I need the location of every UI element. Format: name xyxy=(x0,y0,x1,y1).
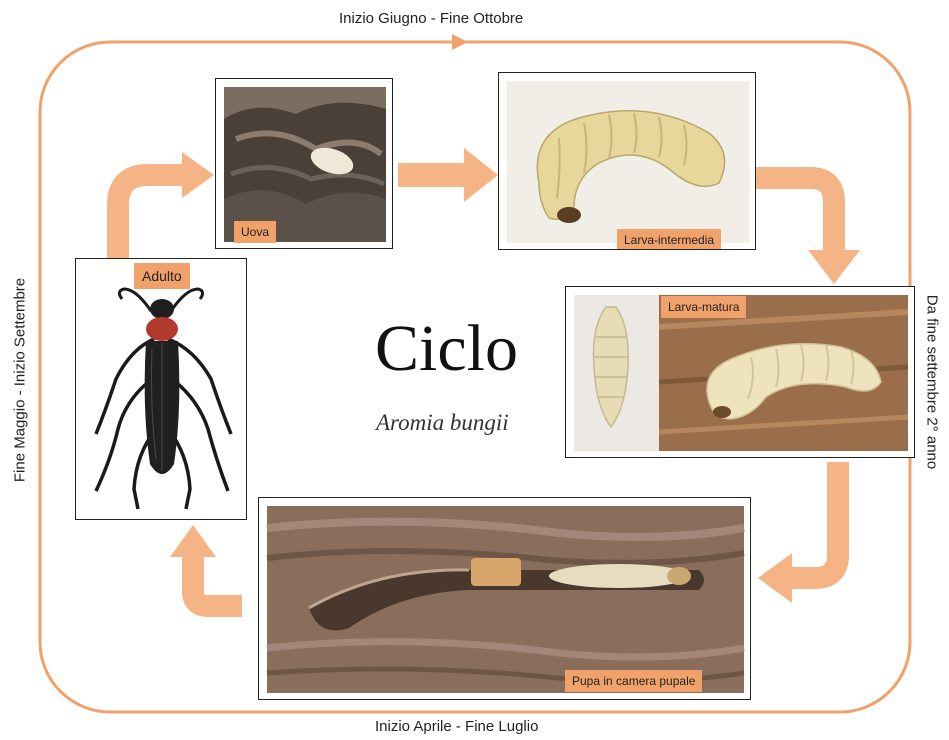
stage-larva-intermediate-frame: Larva-intermedia xyxy=(498,72,756,250)
arrow-adult-to-eggs xyxy=(118,175,185,258)
stage-eggs-label: Uova xyxy=(234,221,276,243)
diagram-subtitle: Aromia bungii xyxy=(376,410,509,436)
stage-pupa-label: Pupa in camera pupale xyxy=(565,670,702,692)
stage-eggs-frame: Uova xyxy=(215,78,393,249)
stage-larva-intermediate-label: Larva-intermedia xyxy=(617,229,721,250)
stage-adult-frame: Adulto xyxy=(75,258,247,520)
edge-label-top: Inizio Giugno - Fine Ottobre xyxy=(339,10,523,27)
stage-adult-label: Adulto xyxy=(134,263,190,289)
edge-label-left: Fine Maggio - Inizio Settembre xyxy=(12,278,29,482)
arrow-mature-to-pupa xyxy=(790,462,838,578)
edge-label-right: Da fine settembre 2° anno xyxy=(924,295,941,469)
adult-beetle-image xyxy=(76,259,247,520)
arrow-pupa-to-adult xyxy=(193,555,242,606)
arrow-intermediate-to-mature xyxy=(755,178,834,254)
stage-larva-mature-frame: Larva-matura xyxy=(565,286,915,458)
top-direction-arrowhead xyxy=(452,34,468,50)
stage-pupa-frame: Pupa in camera pupale xyxy=(258,497,751,700)
larva-intermediate-image xyxy=(499,73,756,250)
edge-label-bottom: Inizio Aprile - Fine Luglio xyxy=(375,718,538,735)
stage-larva-mature-label: Larva-matura xyxy=(661,296,746,318)
diagram-title: Ciclo xyxy=(375,316,518,382)
